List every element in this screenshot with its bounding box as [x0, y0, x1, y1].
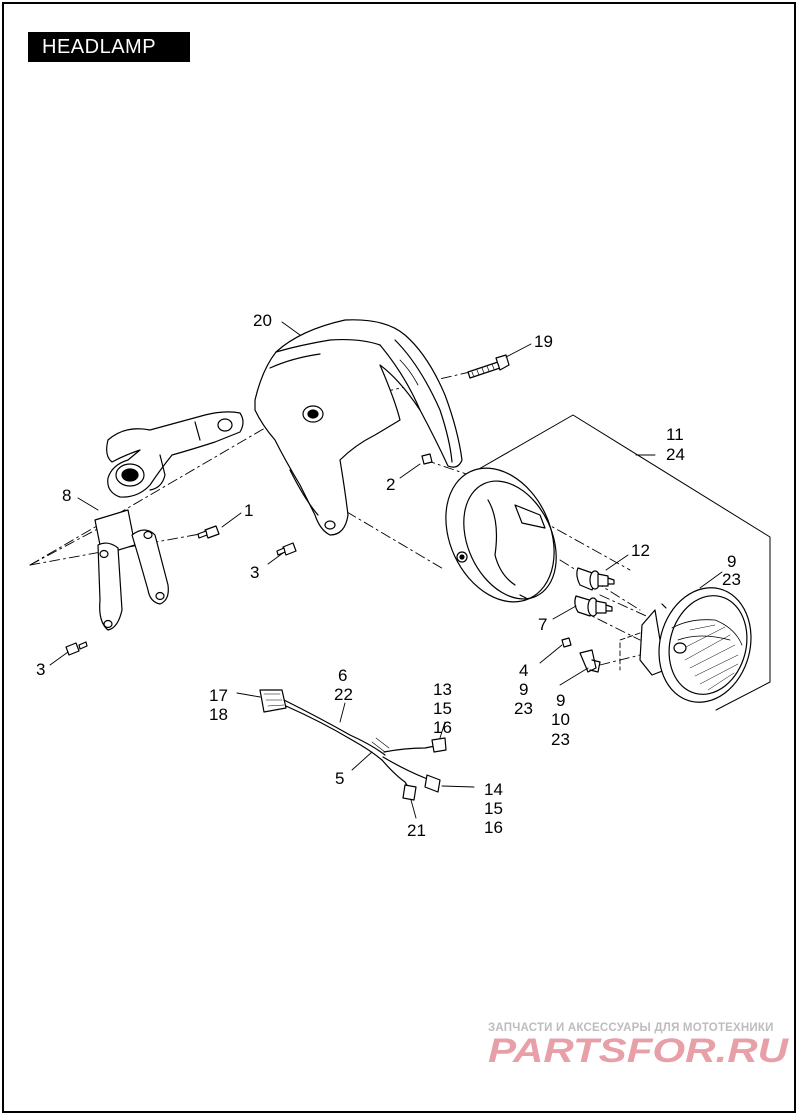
mount-bracket-8 [94, 509, 169, 631]
callout-20: 20 [253, 311, 272, 330]
headlamp-nacelle [254, 319, 463, 536]
headlamp-lens-assembly [639, 587, 752, 703]
callout-4: 4 [519, 661, 528, 680]
callout-19: 19 [534, 332, 553, 351]
callout-21: 21 [407, 821, 426, 840]
callout-13: 13 [433, 680, 452, 699]
callout-17: 17 [209, 686, 228, 705]
callout-11: 11 [666, 425, 684, 444]
bulb-7 [574, 595, 613, 617]
callout-15-upper: 15 [433, 699, 452, 718]
fork-clamp-bracket [106, 411, 244, 498]
leader-lines [49, 321, 723, 819]
watermark-logo: PARTSFOR.RU [488, 1032, 790, 1070]
bolt-19 [467, 354, 510, 379]
callout-9-lens: 9 [727, 552, 736, 571]
clip-9 [579, 649, 601, 673]
callout-12: 12 [631, 541, 650, 560]
bulb-12 [576, 567, 615, 591]
callout-14: 14 [484, 780, 503, 799]
screw-2 [421, 453, 433, 465]
callout-3-upper: 3 [250, 563, 259, 582]
callout-labels: 20 19 1 3 2 8 3 11 24 12 9 23 7 4 9 23 9… [36, 311, 741, 840]
page-title: HEADLAMP [28, 32, 190, 62]
callout-16-upper: 16 [433, 718, 452, 737]
callout-23-lens: 23 [722, 570, 741, 589]
lamp-kit-bracket [464, 414, 771, 711]
screw-3-lower [65, 641, 88, 656]
callout-8: 8 [62, 486, 71, 505]
headlamp-housing [445, 467, 557, 603]
callout-24: 24 [666, 445, 685, 464]
callout-22: 22 [334, 685, 353, 704]
callout-16-lower: 16 [484, 818, 503, 837]
callout-23-clip: 23 [551, 730, 570, 749]
callout-1: 1 [244, 501, 253, 520]
svg-text:PARTSFOR.RU: PARTSFOR.RU [488, 1032, 790, 1070]
callout-18: 18 [209, 705, 228, 724]
watermark-subtitle: ЗАПЧАСТИ И АКСЕССУАРЫ ДЛЯ МОТОТЕХНИКИ [488, 1022, 774, 1034]
screw-4 [561, 637, 572, 648]
callout-9-screw: 9 [519, 680, 528, 699]
wiring-harness [259, 689, 447, 801]
callout-6: 6 [338, 666, 347, 685]
callout-23-screw: 23 [514, 699, 533, 718]
screw-1 [197, 525, 220, 539]
callout-9-clip: 9 [556, 691, 565, 710]
callout-10: 10 [551, 710, 570, 729]
callout-3-lower: 3 [36, 660, 45, 679]
callout-2: 2 [386, 475, 395, 494]
callout-7: 7 [538, 615, 547, 634]
callout-5: 5 [335, 769, 344, 788]
screw-3-upper [276, 542, 297, 556]
callout-15-lower: 15 [484, 799, 503, 818]
